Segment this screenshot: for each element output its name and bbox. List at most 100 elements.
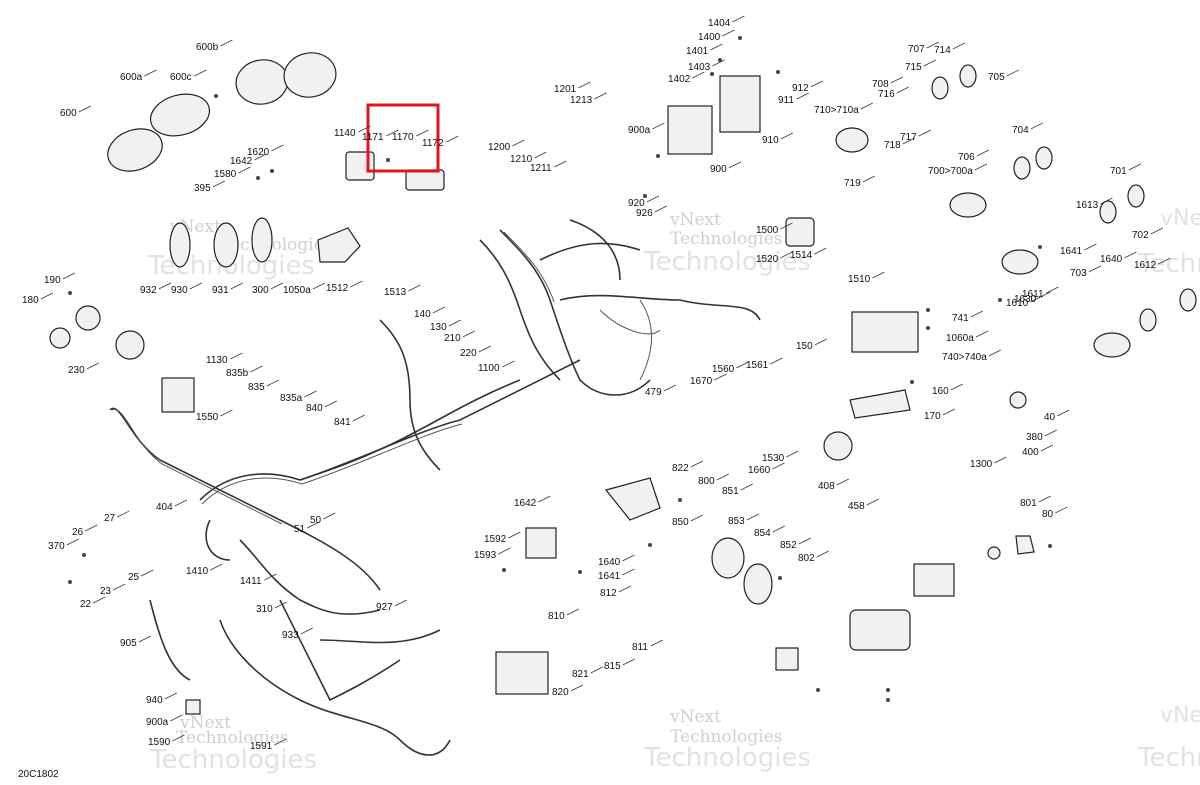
leader-line <box>1158 257 1171 265</box>
leader-line <box>416 129 429 137</box>
leader-line <box>786 450 799 458</box>
leader-line <box>254 153 267 161</box>
callout-label: 1640 <box>598 557 621 568</box>
watermark-line-5: vNext <box>179 713 231 733</box>
leader-line <box>974 163 987 171</box>
callout-label: 160 <box>932 386 949 397</box>
leader-line <box>554 160 567 168</box>
callout-label: 705 <box>988 72 1005 83</box>
callout-label: 812 <box>600 588 617 599</box>
leader-line <box>1030 122 1043 130</box>
watermark-large-4: Technologies <box>643 743 811 773</box>
leader-line <box>780 251 793 259</box>
leader-line <box>594 92 607 100</box>
leader-line <box>1128 163 1141 171</box>
leader-line <box>144 69 157 77</box>
callout-label: 1140 <box>334 128 356 139</box>
leader-line <box>386 129 399 137</box>
callout-label: 170 <box>924 411 941 422</box>
callout-label: 1670 <box>690 376 713 387</box>
callout-label: 801 <box>1020 498 1037 509</box>
callout-label: 708 <box>872 79 889 90</box>
leader-line <box>300 627 313 635</box>
watermark-edge-3: vNext <box>1160 703 1200 728</box>
callout-label: 600c <box>170 72 192 83</box>
callout-label: 1512 <box>326 283 349 294</box>
callout-label: 150 <box>796 341 813 352</box>
leader-line <box>1044 429 1057 437</box>
leader-line <box>220 39 233 47</box>
leader-line <box>1100 197 1113 205</box>
leader-line <box>274 738 287 746</box>
watermark-large-3: Technologies <box>149 745 317 775</box>
callout-label: 717 <box>900 132 917 143</box>
leader-line <box>690 514 703 522</box>
leader-line <box>690 460 703 468</box>
leader-line <box>141 569 154 577</box>
callout-label: 715 <box>905 62 922 73</box>
leader-line <box>158 282 171 290</box>
callout-label: 23 <box>100 586 112 597</box>
leader-line <box>692 71 705 79</box>
callout-label: 835a <box>280 393 303 404</box>
leader-line <box>210 563 223 571</box>
callout-label: 822 <box>672 463 689 474</box>
leader-line <box>736 361 749 369</box>
leader-line <box>926 41 939 49</box>
leader-line <box>622 554 635 562</box>
callout-label: 1401 <box>686 46 709 57</box>
callout-label: 1400 <box>698 32 721 43</box>
leader-line <box>896 86 909 94</box>
leader-line <box>622 658 635 666</box>
leader-line <box>264 573 277 581</box>
callout-label: 835 <box>248 382 265 393</box>
leader-line <box>890 76 903 84</box>
watermark-edge-2: Technologies <box>1137 249 1200 279</box>
leader-line <box>872 271 885 279</box>
leader-line <box>712 59 725 67</box>
leader-line <box>1088 265 1101 273</box>
callout-label: 1550 <box>196 412 219 423</box>
callout-label: 404 <box>156 502 173 513</box>
callout-label: 300 <box>252 285 269 296</box>
callout-label: 400 <box>1022 447 1039 458</box>
callout-label: 22 <box>80 599 92 610</box>
callout-label: 840 <box>306 403 323 414</box>
callout-label: 408 <box>818 481 835 492</box>
leader-line <box>714 373 727 381</box>
leader-line <box>174 499 187 507</box>
callout-label: 910 <box>762 135 779 146</box>
leader-line <box>250 365 263 373</box>
leader-line <box>710 43 723 51</box>
callout-label: 852 <box>780 540 797 551</box>
callout-label: 1510 <box>848 274 871 285</box>
leader-line <box>1006 69 1019 77</box>
callout-label: 706 <box>958 152 975 163</box>
callout-label: 854 <box>754 528 771 539</box>
callout-label: 911 <box>778 95 794 106</box>
leader-line <box>138 635 151 643</box>
callout-label: 395 <box>194 183 211 194</box>
watermark-large-2: Technologies <box>643 247 811 277</box>
leader-line <box>860 102 873 110</box>
callout-label: 25 <box>128 572 140 583</box>
callout-label: 841 <box>334 417 351 428</box>
callout-label: 51 <box>294 524 306 535</box>
callout-label: 600b <box>196 42 219 53</box>
callout-label: 210 <box>444 333 461 344</box>
leader-line <box>212 180 225 188</box>
watermark-line-6: Technologies <box>176 728 289 748</box>
callout-label: 707 <box>908 44 925 55</box>
callout-label: 810 <box>548 611 565 622</box>
leader-line <box>618 585 631 593</box>
leader-line <box>408 284 421 292</box>
callout-label: 716 <box>878 89 895 100</box>
callout-label: 927 <box>376 602 393 613</box>
leader-line <box>448 319 461 327</box>
leader-line <box>814 338 827 346</box>
callout-label: 704 <box>1012 125 1029 136</box>
leader-line <box>1038 291 1051 299</box>
callout-label: 600a <box>120 72 143 83</box>
